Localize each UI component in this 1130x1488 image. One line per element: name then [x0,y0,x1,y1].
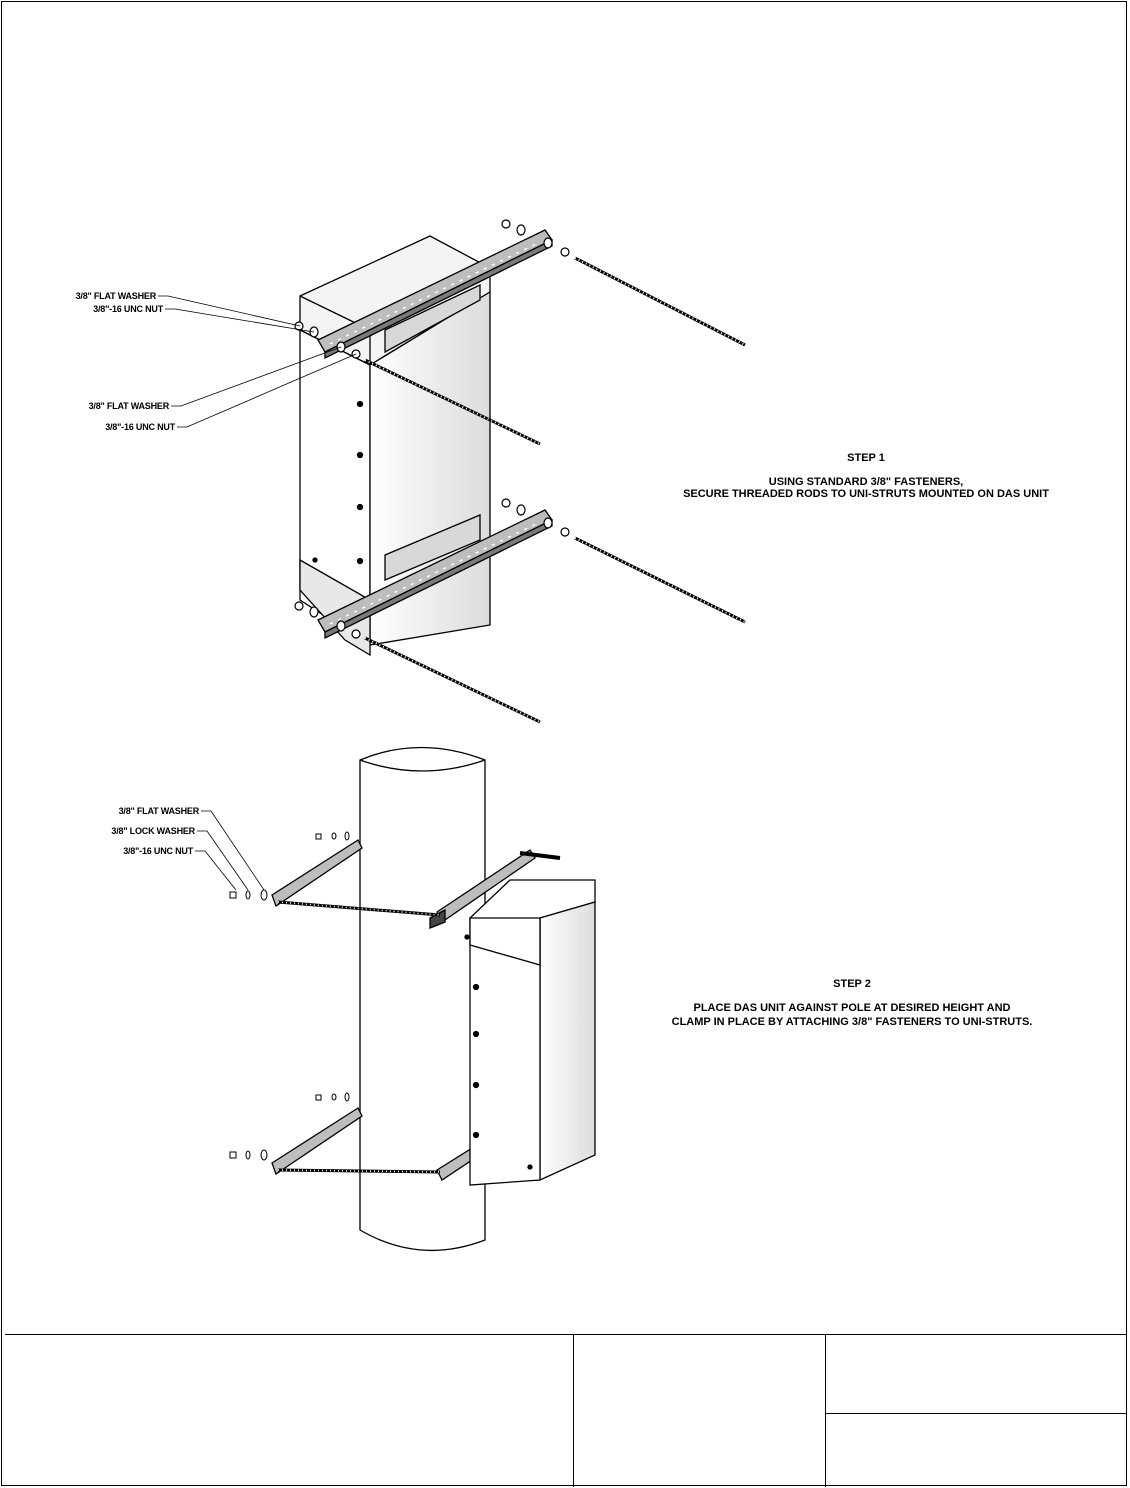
step2-upper-unistrut [271,839,536,929]
step1-callout-nut-2: 3/8"-16 UNC NUT [105,422,175,432]
step2-line1: PLACE DAS UNIT AGAINST POLE AT DESIRED H… [694,1002,1011,1014]
title-block-cell-main [5,1335,574,1487]
step1-callout-nut-1: 3/8"-16 UNC NUT [93,304,163,314]
step2-leader-lines [195,810,265,891]
step2-das-unit [464,879,596,1186]
step1-upper-unistrut [317,229,553,360]
step1-threaded-rods [364,256,746,724]
title-block-cell-middle [574,1335,826,1487]
step1-line2: SECURE THREADED RODS TO UNI-STRUTS MOUNT… [683,488,1049,500]
step2-pole [359,746,486,1252]
title-block-divider-right [826,1413,1126,1414]
step2-fasteners [229,831,350,1161]
step1-leader-lines [158,295,357,428]
step1-title: STEP 1 [847,452,885,464]
step1-lower-unistrut [317,509,553,640]
step2-callout-flat-washer: 3/8" FLAT WASHER [119,806,200,816]
step1-line1: USING STANDARD 3/8" FASTENERS, [769,476,963,488]
step2-threaded-rods [277,851,561,1174]
step2-title: STEP 2 [833,978,871,990]
step2-callout-lock-washer: 3/8" LOCK WASHER [111,826,195,836]
step2-line2: CLAMP IN PLACE BY ATTACHING 3/8" FASTENE… [672,1016,1033,1028]
step1-callout-flat-washer-1: 3/8" FLAT WASHER [76,291,157,301]
step1-callout-flat-washer-2: 3/8" FLAT WASHER [89,401,170,411]
step2-callout-nut: 3/8"-16 UNC NUT [123,846,193,856]
title-block [5,1334,1126,1487]
